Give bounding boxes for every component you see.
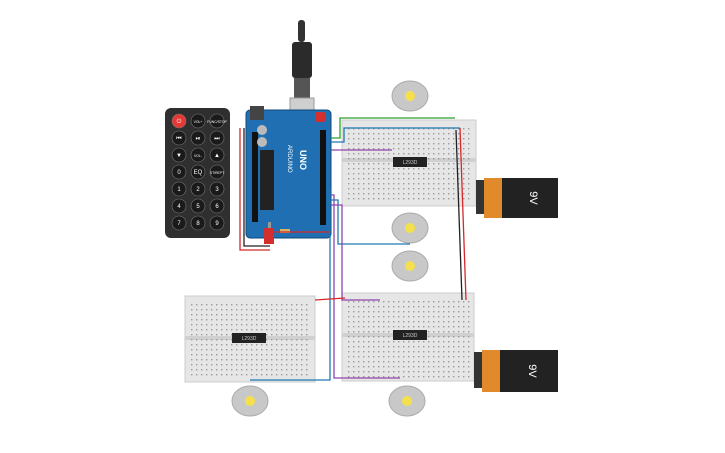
play-pause-button-label: ⏯ [196, 136, 201, 142]
st-rept-button[interactable]: ST/REPT [209, 164, 225, 180]
fast-forward-button[interactable]: ⏭ [209, 130, 225, 146]
digit-6-button[interactable]: 6 [209, 198, 225, 214]
vol-down-button-label: VOL- [194, 154, 202, 158]
digit-6-button-label: 6 [215, 204, 219, 210]
power-button[interactable]: ⏻ [171, 113, 187, 129]
st-rept-button-label: ST/REPT [210, 171, 224, 175]
usb-cable [289, 20, 315, 119]
chip-2-label: L293D [242, 336, 257, 342]
digit-8-button[interactable]: 8 [190, 215, 206, 231]
dc-motor-2[interactable] [391, 212, 429, 244]
motor-driver-chip-1[interactable]: L293D [393, 157, 427, 167]
up-button-label: ▲ [214, 153, 220, 159]
chip-3-label: L293D [403, 333, 418, 339]
eq-button-label: EQ [194, 170, 203, 176]
breadboard-holes-2 [191, 304, 308, 376]
digit-1-button[interactable]: 1 [171, 181, 187, 197]
arduino-logo-text: UNO [298, 150, 308, 170]
vol-down-button[interactable]: VOL- [190, 147, 206, 163]
microcontroller-chip [260, 150, 274, 210]
resistor [280, 229, 290, 233]
play-pause-button[interactable]: ⏯ [190, 130, 206, 146]
battery-9v-bottom[interactable]: 9V [474, 350, 558, 392]
vol-up-button-label: VOL+ [194, 120, 203, 124]
digit-2-button-label: 2 [196, 187, 200, 193]
digit-1-button-label: 1 [177, 187, 181, 193]
header-left [252, 132, 258, 222]
digit-4-button-label: 4 [177, 204, 181, 210]
chip-1-label: L293D [403, 160, 418, 166]
digit-7-button[interactable]: 7 [171, 215, 187, 231]
power-button-label: ⏻ [177, 118, 182, 125]
dc-motor-3[interactable] [391, 250, 429, 282]
digit-5-button-label: 5 [196, 204, 200, 210]
arduino-brand-text: ARDUINO [286, 145, 292, 173]
func-stop-button[interactable]: FUNC/STOP [207, 113, 228, 129]
digit-7-button-label: 7 [177, 221, 181, 227]
reset-button[interactable] [315, 112, 325, 122]
arduino-uno-board[interactable]: UNO ARDUINO [245, 106, 332, 239]
rewind-button-label: ⏮ [176, 136, 182, 142]
motor-driver-chip-2[interactable]: L293D [232, 333, 266, 343]
battery-9v-top[interactable]: 9V [476, 178, 558, 218]
breadboard-holes-1 [348, 128, 470, 200]
dc-motor-5[interactable] [388, 385, 426, 417]
breadboard-holes-3 [348, 301, 470, 378]
digit-0-button[interactable]: 0 [171, 164, 187, 180]
digit-2-button[interactable]: 2 [190, 181, 206, 197]
func-stop-button-label: FUNC/STOP [207, 120, 227, 124]
digit-4-button[interactable]: 4 [171, 198, 187, 214]
digit-5-button[interactable]: 5 [190, 198, 206, 214]
up-button[interactable]: ▲ [209, 147, 225, 163]
down-button[interactable]: ▼ [171, 147, 187, 163]
motor-driver-chip-3[interactable]: L293D [393, 330, 427, 340]
digit-0-button-label: 0 [177, 170, 181, 176]
eq-button[interactable]: EQ [190, 164, 206, 180]
dc-motor-4[interactable] [231, 385, 269, 417]
digit-8-button-label: 8 [196, 221, 200, 227]
rewind-button[interactable]: ⏮ [171, 130, 187, 146]
power-jack [250, 106, 264, 120]
vol-up-button[interactable]: VOL+ [190, 113, 206, 129]
digit-9-button[interactable]: 9 [209, 215, 225, 231]
digit-9-button-label: 9 [215, 221, 219, 227]
battery-bottom-label: 9V [526, 364, 538, 378]
battery-top-label: 9V [527, 191, 539, 205]
header-right [320, 130, 326, 225]
dc-motor-1[interactable] [391, 80, 429, 112]
wires [239, 117, 467, 381]
fast-forward-button-label: ⏭ [214, 136, 220, 142]
ir-remote[interactable]: ⏻ VOL+ FUNC/STOP ⏮ ⏯ ⏭ ▼ VOL- ▲ 0 EQ ST/REPT 1 2 3 4 5 6 7… [165, 108, 230, 238]
digit-3-button-label: 3 [215, 187, 219, 193]
ir-receiver[interactable] [264, 222, 274, 244]
digit-3-button[interactable]: 3 [209, 181, 225, 197]
down-button-label: ▼ [176, 153, 182, 159]
